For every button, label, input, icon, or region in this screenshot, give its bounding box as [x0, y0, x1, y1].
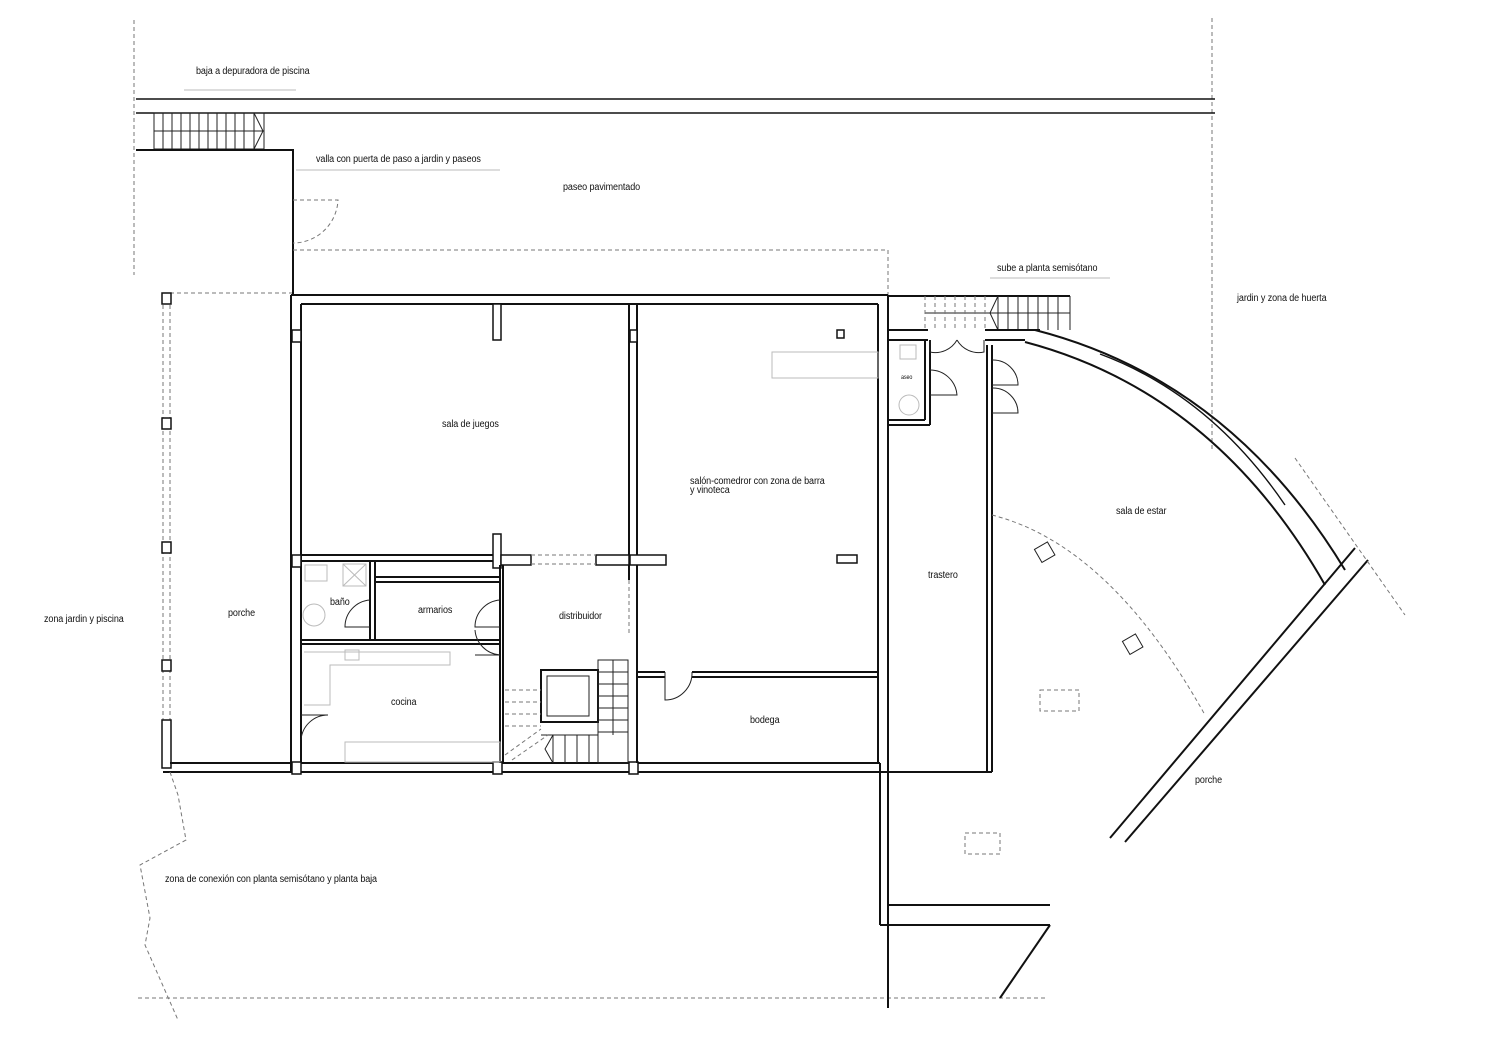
bodega-walls [637, 671, 878, 701]
room-sitting-room: sala de estar [1116, 506, 1167, 517]
room-porch-east: porche [1195, 775, 1222, 786]
label-connection-zone: zona de conexión con planta semisótano y… [165, 874, 377, 885]
room-storage: trastero [928, 570, 958, 581]
room-bathroom: baño [330, 597, 350, 608]
skylight [1039, 689, 1080, 712]
central-stair [504, 580, 630, 764]
east-service-block [879, 329, 1051, 1008]
room-closets: armarios [418, 605, 453, 616]
room-game-room: sala de juegos [442, 419, 499, 430]
room-toilet: aseo [901, 375, 913, 381]
main-building-walls [163, 294, 992, 775]
pool-stair [153, 89, 296, 150]
up-stair [888, 277, 1110, 341]
column [1033, 541, 1056, 564]
room-kitchen: cocina [391, 697, 417, 708]
west-porch [161, 292, 292, 769]
room-cellar: bodega [750, 715, 780, 726]
zigzag-boundary [139, 771, 187, 1021]
label-up-stair: sube a planta semisótano [997, 263, 1098, 274]
label-fence: valla con puerta de paso a jardin y pase… [316, 154, 481, 165]
label-garden-pool: zona jardin y piscina [44, 614, 124, 625]
label-pool-stair: baja a depuradora de piscina [196, 66, 310, 77]
room-living-dining: salón-comedror con zona de barra y vinot… [690, 476, 825, 496]
room-porch-west: porche [228, 608, 255, 619]
skylight [964, 832, 1001, 855]
diagonal-porch-wall [1109, 457, 1406, 843]
room-hall: distribuidor [559, 611, 602, 622]
overhead-line [991, 514, 1206, 716]
fence [136, 149, 889, 296]
curved-glazed-wall [1024, 329, 1346, 586]
label-paved-path: paseo pavimentado [563, 182, 641, 193]
column [1121, 633, 1144, 656]
partition-game-living [492, 303, 879, 763]
label-garden-orchard: jardin y zona de huerta [1237, 293, 1327, 304]
service-walls [300, 554, 630, 763]
